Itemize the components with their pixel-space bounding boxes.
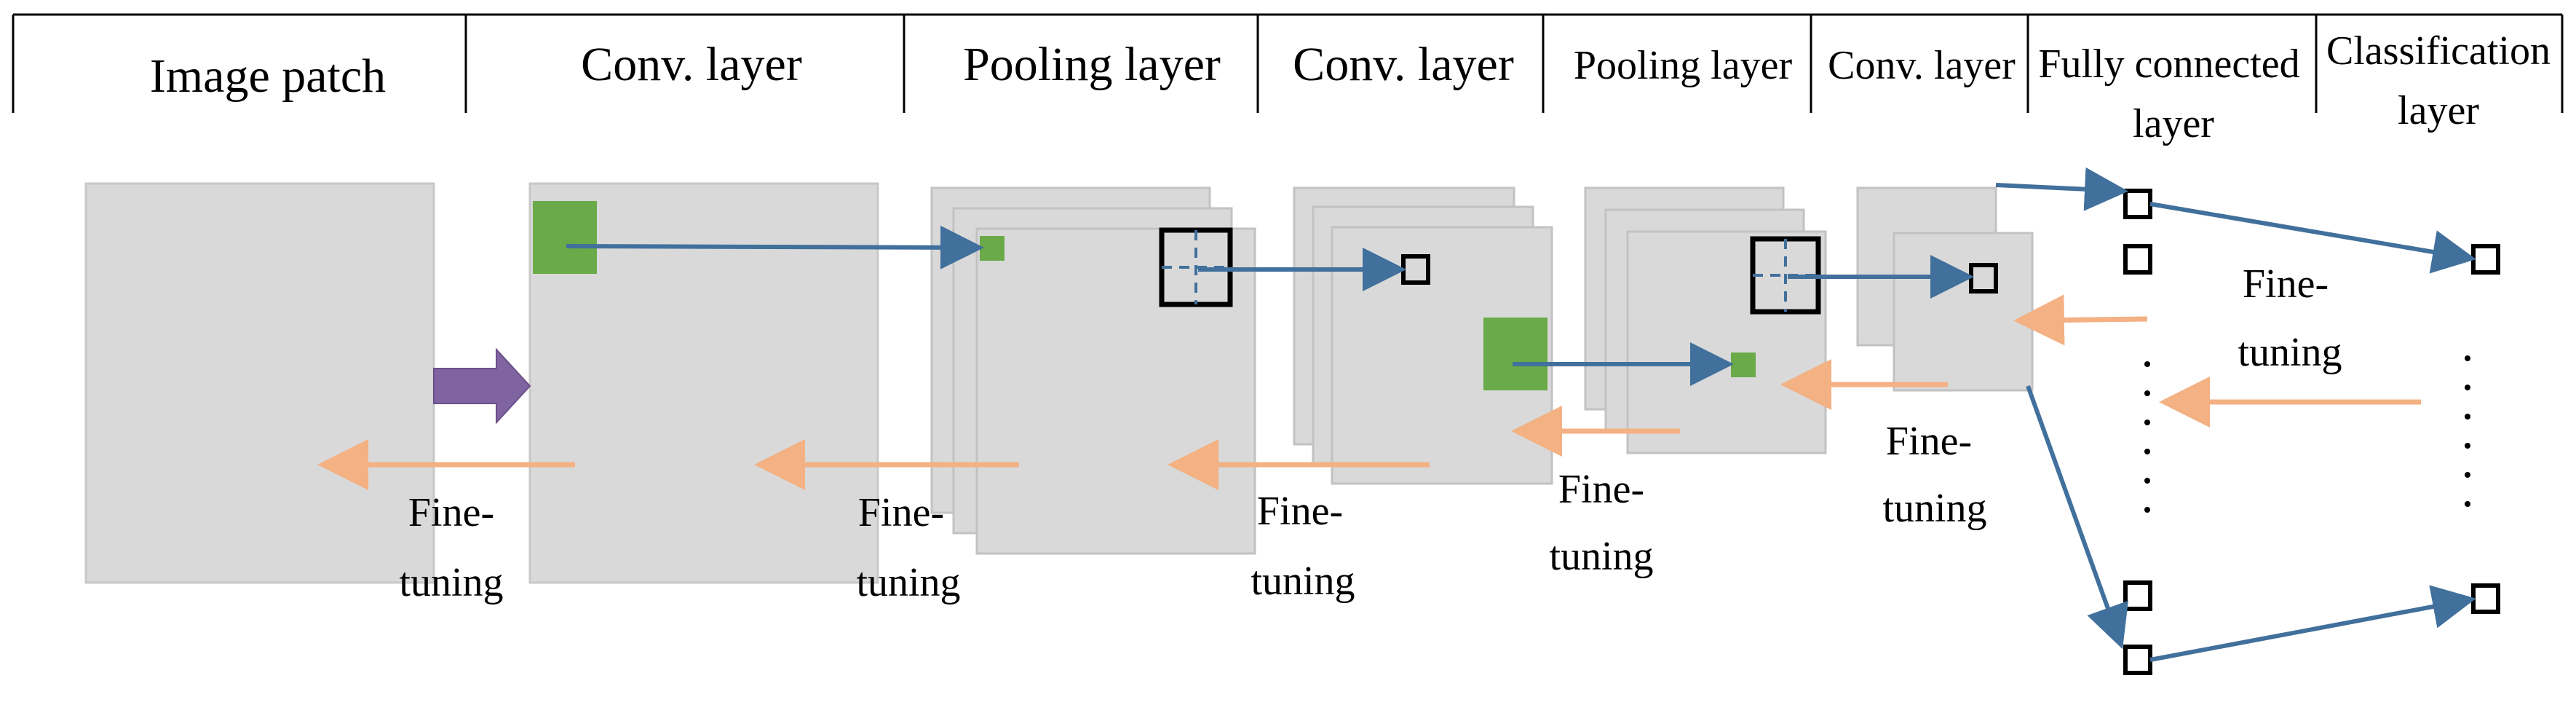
arrow-right-icon <box>566 225 984 269</box>
neuron <box>2123 580 2152 611</box>
fine-tuning-line1: Fine- <box>1558 467 1644 512</box>
pooling-layer-1-map <box>975 227 1256 555</box>
fine-tuning-label: Fine- tuning <box>2238 261 2342 375</box>
header-classification-line2: layer <box>2398 88 2479 133</box>
fully-connected-neurons <box>2123 189 2152 675</box>
arrow-right-icon <box>1995 167 2128 211</box>
fine-tuning-line1: Fine- <box>1257 489 1343 534</box>
fine-tuning-line1: Fine- <box>1886 419 1972 464</box>
fine-tuning-label: Fine- tuning <box>1251 489 1355 604</box>
header-classification-line1: Classification <box>2326 28 2551 74</box>
arrow-left-icon <box>2013 294 2148 346</box>
neuron <box>2123 189 2152 219</box>
header-conv-layer-3: Conv. layer <box>1828 43 2016 88</box>
fine-tuning-line2: tuning <box>856 560 960 605</box>
fine-tuning-line1: Fine- <box>858 490 944 535</box>
pooled-unit <box>980 236 1004 261</box>
conv-kernel <box>1483 318 1547 390</box>
image-patch-map <box>84 182 435 584</box>
block-arrow-right-icon <box>433 347 531 425</box>
backward-arrows <box>317 294 2421 490</box>
fine-tuning-label: Fine- tuning <box>856 490 960 605</box>
ellipsis-dots <box>2144 361 2150 513</box>
header-image-patch: Image patch <box>150 50 386 103</box>
pooled-unit <box>1731 352 1756 377</box>
header-band: Image patch Conv. layer Pooling layer Co… <box>12 13 2564 146</box>
pooling-layer-2-map <box>1626 230 1827 454</box>
header-fully-connected-line2: layer <box>2133 101 2214 146</box>
arrow-right-icon <box>2149 585 2476 662</box>
output-node <box>1969 263 1998 294</box>
arrow-right-icon <box>2026 385 2128 650</box>
header-pooling-layer-2: Pooling layer <box>1574 43 1793 88</box>
output-node <box>1401 254 1430 285</box>
fine-tuning-line1: Fine- <box>2243 261 2329 307</box>
arrow-right-icon <box>2149 202 2476 274</box>
fine-tuning-line2: tuning <box>1882 486 1986 531</box>
classification-neurons <box>2465 244 2500 614</box>
feature-maps <box>84 182 2034 584</box>
neuron <box>2123 244 2152 275</box>
neuron <box>2123 645 2152 675</box>
fine-tuning-label: Fine- tuning <box>399 490 503 605</box>
neuron <box>2471 244 2500 275</box>
fine-tuning-line2: tuning <box>1251 559 1355 604</box>
fine-tuning-line2: tuning <box>399 560 503 605</box>
header-fully-connected-line1: Fully connected <box>2038 42 2299 87</box>
forward-arrows <box>566 167 2476 662</box>
neuron <box>2471 583 2500 614</box>
header-conv-layer-2: Conv. layer <box>1293 38 1514 91</box>
fine-tuning-line2: tuning <box>2238 330 2342 375</box>
ellipsis-dots <box>2465 355 2470 507</box>
fine-tuning-label: Fine- tuning <box>1549 467 1653 579</box>
conv-layer-3-map <box>1893 232 2034 392</box>
fine-tuning-line2: tuning <box>1549 534 1653 579</box>
kernels <box>533 201 1756 390</box>
header-conv-layer-1: Conv. layer <box>581 38 802 91</box>
conv-kernel <box>533 201 597 274</box>
fine-tuning-label: Fine- tuning <box>1882 419 1986 531</box>
fine-tuning-line1: Fine- <box>408 490 494 535</box>
header-pooling-layer-1: Pooling layer <box>963 38 1221 91</box>
